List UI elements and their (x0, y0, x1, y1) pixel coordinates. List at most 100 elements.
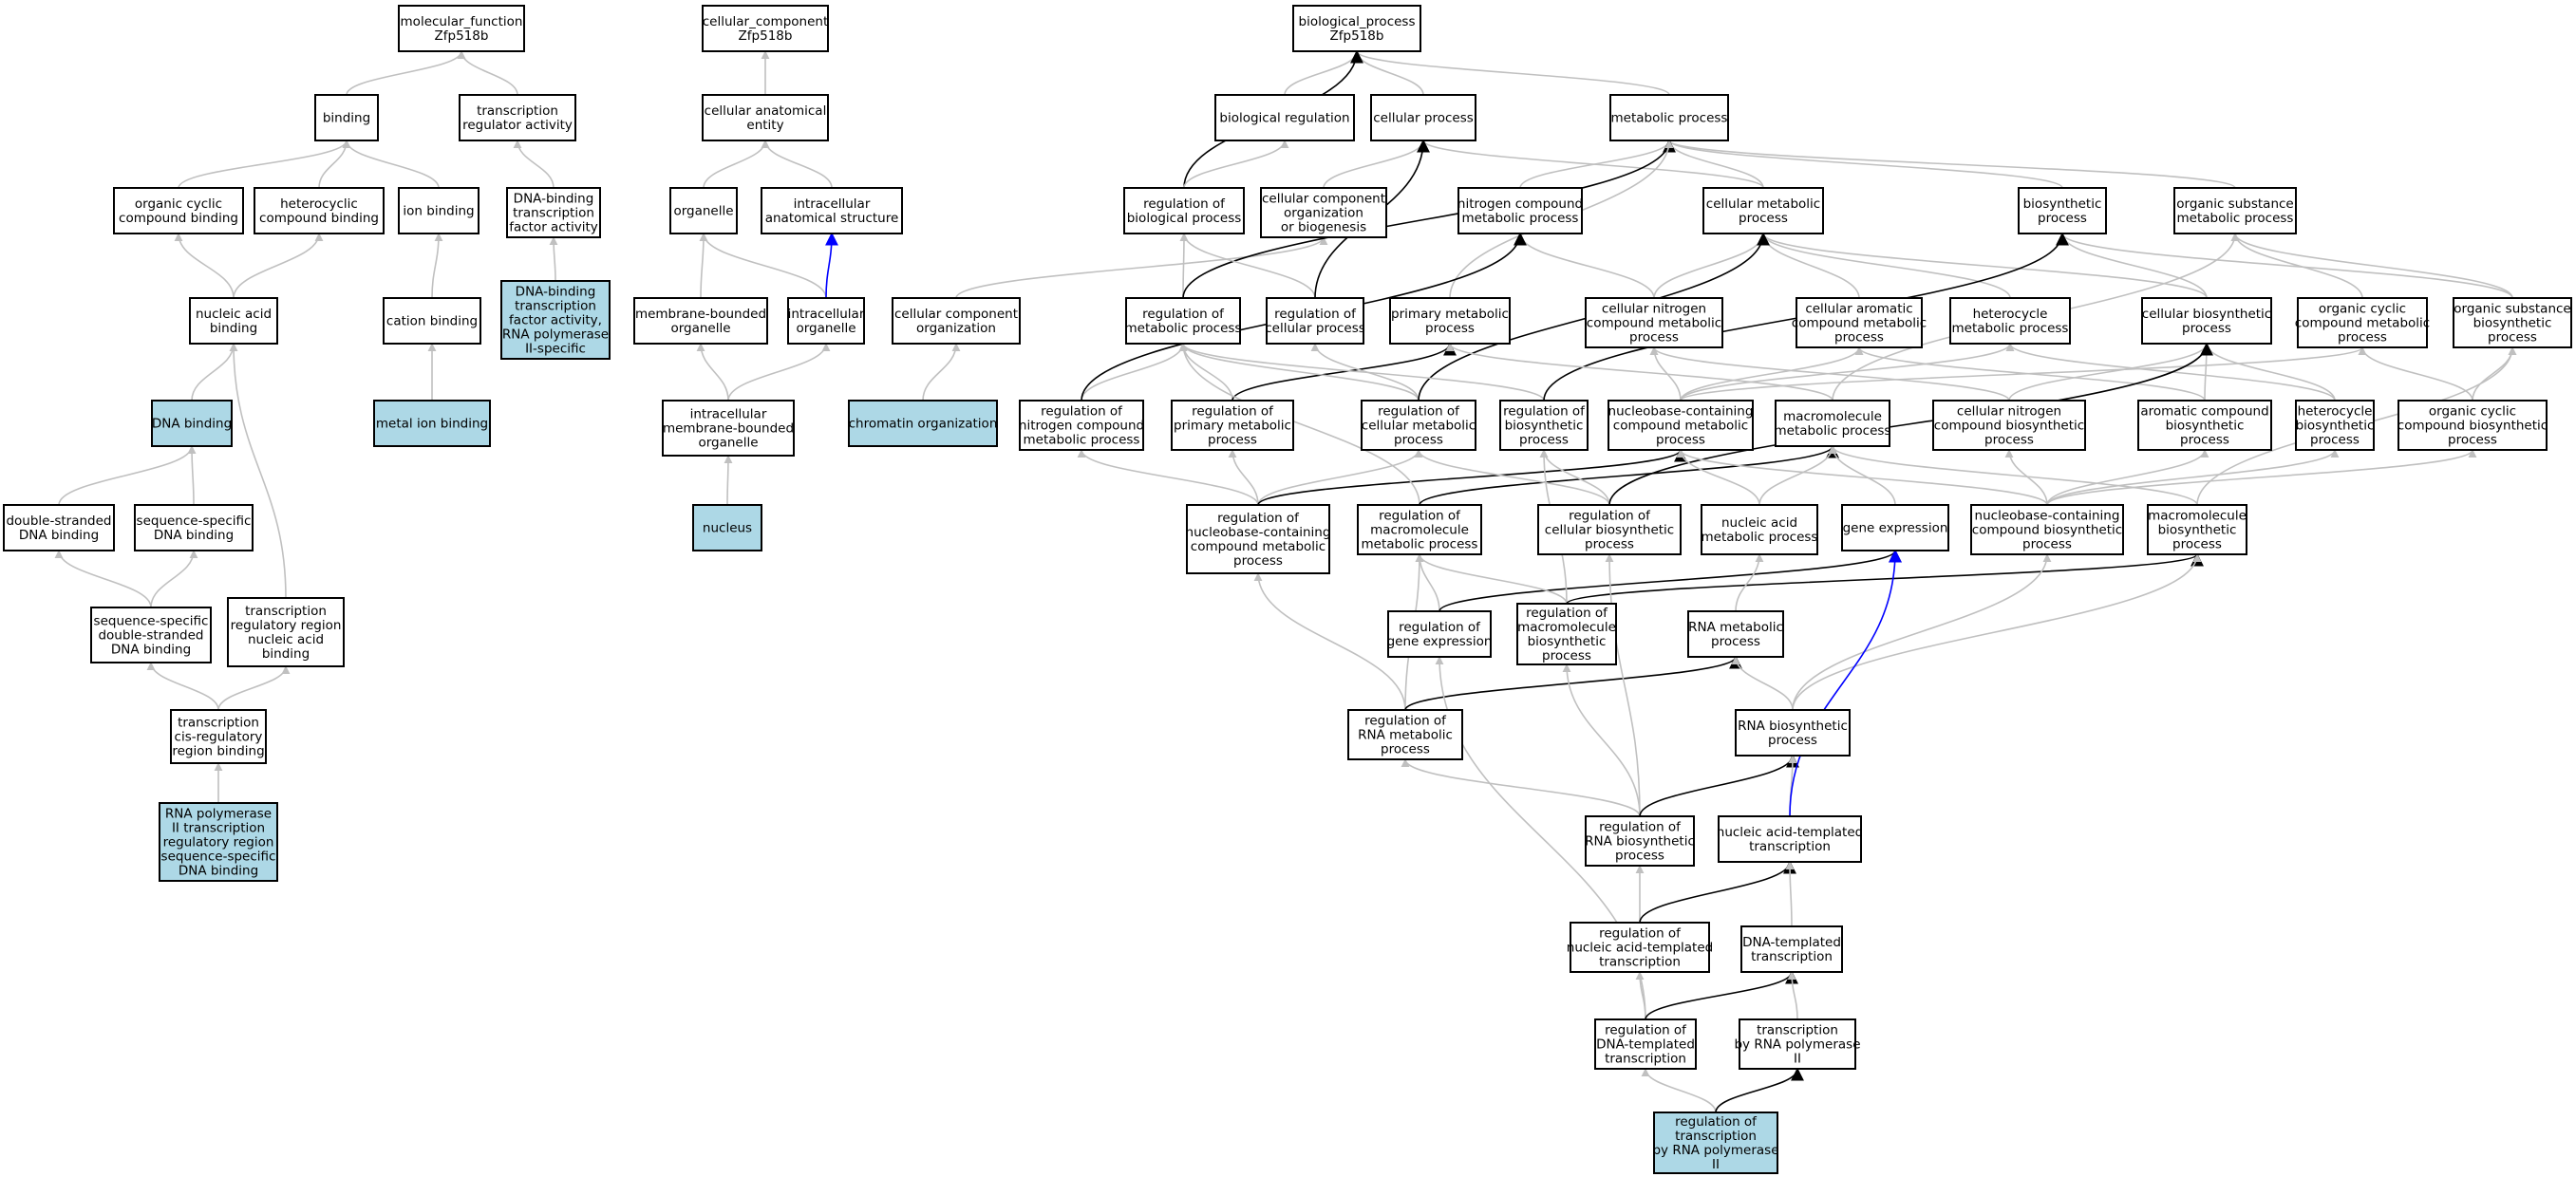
edge-na_met-to-nbc_met (1676, 449, 1760, 506)
edge-rna_bio-to-mm_bio (1792, 553, 2202, 711)
node-box (1186, 504, 1330, 574)
node-organelle[interactable]: organelle (669, 187, 738, 234)
node-ion-bind[interactable]: ion binding (398, 187, 479, 234)
node-gene-exp[interactable]: gene expression (1841, 504, 1949, 551)
node-bio-reg[interactable]: biological regulation (1214, 94, 1355, 141)
node-box (1735, 709, 1851, 757)
edge-reg_mm_bio-to-reg_mm_met (1415, 553, 1568, 605)
node-box (2397, 400, 2548, 451)
edge-tcrr_bind-to-ssds_dna_bind (146, 662, 219, 711)
edge-layer (54, 49, 2517, 1113)
node-met-proc[interactable]: metabolic process (1609, 94, 1729, 141)
edge-os_bio-to-os_met (2230, 233, 2513, 299)
edge-ic_org-to-ias (824, 232, 838, 299)
edge-reg_ge-to-reg_mm_met (1415, 553, 1440, 612)
node-nucleus[interactable]: nucleus (692, 504, 762, 551)
edge-cell_met-to-cell_proc (1419, 140, 1764, 189)
node-chrom-org[interactable]: chromatin organization (848, 400, 998, 447)
node-box (1702, 187, 1824, 234)
edge-reg_nat-to-nat (1639, 860, 1796, 924)
edge-reg_rna_bio-to-reg_rna_met (1401, 758, 1641, 817)
node-cell-proc[interactable]: cellular process (1370, 94, 1476, 141)
edge-ic_org-to-organelle (699, 233, 827, 299)
node-label: binding (323, 111, 370, 126)
node-binding[interactable]: binding (314, 94, 379, 141)
node-dna-bind[interactable]: DNA binding (151, 400, 233, 447)
edge-nbc_bio-to-ac_bio (2046, 449, 2209, 506)
node-metal-ion-bind[interactable]: metal ion binding (373, 400, 491, 447)
edge-occ_bio-to-os_bio (2472, 346, 2517, 402)
edge-reg_nbc-to-reg_nc_met (1077, 449, 1259, 506)
edge-reg_bio_syn-to-reg_met (1178, 343, 1545, 402)
node-cation-bind[interactable]: cation binding (383, 297, 481, 345)
